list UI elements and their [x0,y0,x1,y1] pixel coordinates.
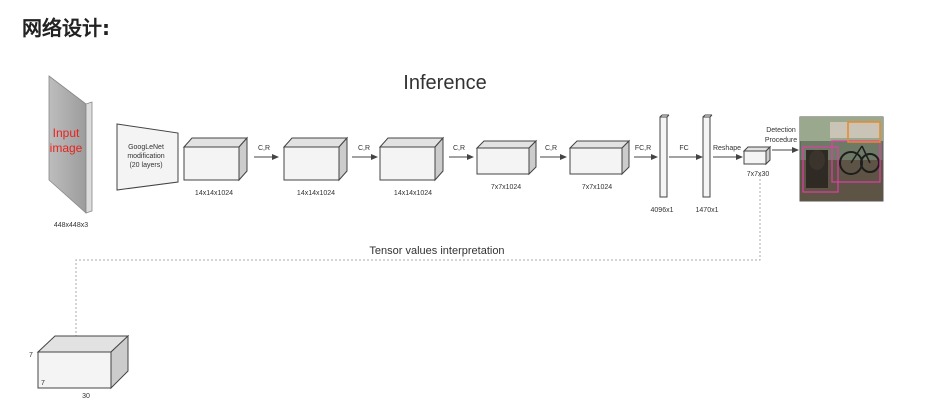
input-dims-label: 448x448x3 [54,222,88,229]
detection-label-line2: Procedure [765,137,797,144]
detection-label-line1: Detection [766,127,796,134]
arrow-label-3: C,R [453,145,465,152]
googlenet-label-line1: GoogLeNet [128,144,164,151]
arrow-label-1: C,R [258,145,270,152]
block-3-dims: 14x14x1024 [394,190,432,197]
tensor-dim-depth: 7 [41,380,45,387]
block-2-dims: 14x14x1024 [297,190,335,197]
fc-layer-4096 [659,114,670,198]
section-heading: 网络设计: [22,16,110,40]
tensor-caption: Tensor values interpretation [369,245,504,257]
arrow-label-6: FC [679,145,688,152]
tensor-dim-width: 30 [82,393,90,400]
diagram-title: Inference [403,72,486,94]
arrow-label-5: FC,R [635,145,651,152]
googlenet-block [116,123,179,191]
fc-4096-dims: 4096x1 [651,207,674,214]
arrow-label-4: C,R [545,145,557,152]
googlenet-label-line3: (20 layers) [129,162,162,169]
output-dims: 7x7x30 [747,171,770,178]
tensor-cube [36,334,130,390]
input-image-label-line2: image [50,141,83,155]
feature-block-1 [182,136,249,182]
feature-block-3 [378,136,445,182]
flow-arrows [254,147,799,160]
output-tensor-block [742,145,772,166]
block-5-dims: 7x7x1024 [582,184,612,191]
feature-block-4 [475,139,538,176]
block-1-dims: 14x14x1024 [195,190,233,197]
interpretation-dotted-line [75,175,761,340]
arrow-label-7: Reshape [713,145,741,152]
fc-1470-dims: 1470x1 [696,207,719,214]
detection-result-image [799,116,884,202]
input-image-layer [48,75,93,214]
feature-block-5 [568,139,631,176]
arrow-label-2: C,R [358,145,370,152]
feature-block-2 [282,136,349,182]
block-4-dims: 7x7x1024 [491,184,521,191]
googlenet-label-line2: modification [127,153,164,160]
input-image-label-line1: Input [53,126,80,140]
fc-layer-1470 [702,114,713,198]
tensor-dim-height: 7 [29,352,33,359]
